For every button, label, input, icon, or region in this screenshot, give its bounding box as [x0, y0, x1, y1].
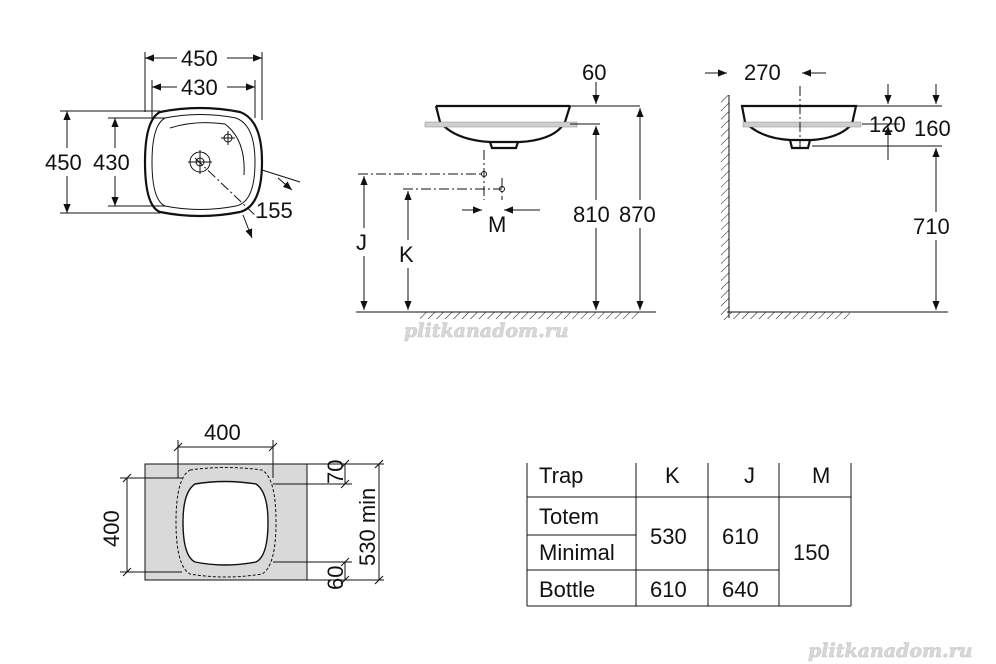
top-view: 450 430 450 430 155: [44, 45, 301, 239]
cutout-bottom-60: 60: [323, 566, 348, 590]
front-basin-profile: [434, 105, 572, 144]
table-row-bottle-label: Bottle: [539, 577, 595, 602]
basin-outer-outline: [143, 106, 264, 218]
watermark-bottom-right: plitkanadom.ru: [808, 640, 973, 662]
top-width-inner: 430: [181, 75, 218, 100]
cutout-width-400: 400: [204, 420, 241, 445]
front-countertop: [424, 121, 578, 128]
table-header-k: K: [665, 463, 680, 488]
top-height-outer: 450: [45, 150, 82, 175]
basin-inner-outline: [151, 114, 256, 210]
side-view: 270 120 160 710: [705, 60, 959, 320]
front-label-k: K: [399, 242, 414, 267]
table-row-minimal-label: Minimal: [539, 540, 615, 565]
table-header-j: J: [744, 463, 755, 488]
drain-icon: [188, 150, 212, 174]
side-wall-hatch: [721, 95, 729, 320]
trap-table: Trap K J M Totem Minimal Bottle 530 610 …: [526, 463, 852, 607]
table-cell-k-totem-minimal: 530: [650, 524, 687, 549]
top-diagonal-dim: 155: [256, 198, 293, 223]
front-offset-60: 60: [582, 60, 606, 85]
side-floor-hatch: [730, 312, 850, 319]
table-cell-j-totem-minimal: 610: [722, 524, 759, 549]
front-dim-810: 810: [573, 202, 610, 227]
front-label-m: M: [488, 212, 506, 237]
front-label-j: J: [356, 230, 367, 255]
cutout-dashed-outline: [175, 467, 277, 578]
cutout-top-70: 70: [323, 460, 348, 484]
diagonal-centerline: [194, 157, 259, 219]
tap-hole-icon: [221, 131, 235, 145]
front-dim-870: 870: [619, 202, 656, 227]
cutout-hole: [182, 480, 269, 566]
table-row-totem-label: Totem: [539, 504, 599, 529]
table-cell-k-bottle: 610: [650, 577, 687, 602]
watermark-middle: plitkanadom.ru: [404, 320, 569, 342]
side-dim-710: 710: [913, 214, 950, 239]
table-cell-j-bottle: 640: [722, 577, 759, 602]
table-header-trap: Trap: [539, 463, 583, 488]
table-cell-m-all: 150: [793, 540, 830, 565]
side-dim-160: 160: [914, 116, 951, 141]
top-width-outer: 450: [181, 46, 218, 71]
bowl-curve: [169, 122, 245, 176]
front-view: 60 810 870 J K M: [352, 60, 665, 319]
front-floor-hatch: [420, 312, 640, 319]
side-dim-120: 120: [869, 112, 906, 137]
cutout-view: 400 400 70 60 530 min: [99, 420, 384, 590]
cutout-height-400: 400: [99, 510, 124, 547]
top-height-inner: 430: [93, 150, 130, 175]
cutout-total-530: 530 min: [355, 488, 380, 566]
table-header-m: M: [812, 463, 830, 488]
side-dim-270: 270: [744, 60, 781, 85]
side-basin-profile: [740, 104, 858, 142]
